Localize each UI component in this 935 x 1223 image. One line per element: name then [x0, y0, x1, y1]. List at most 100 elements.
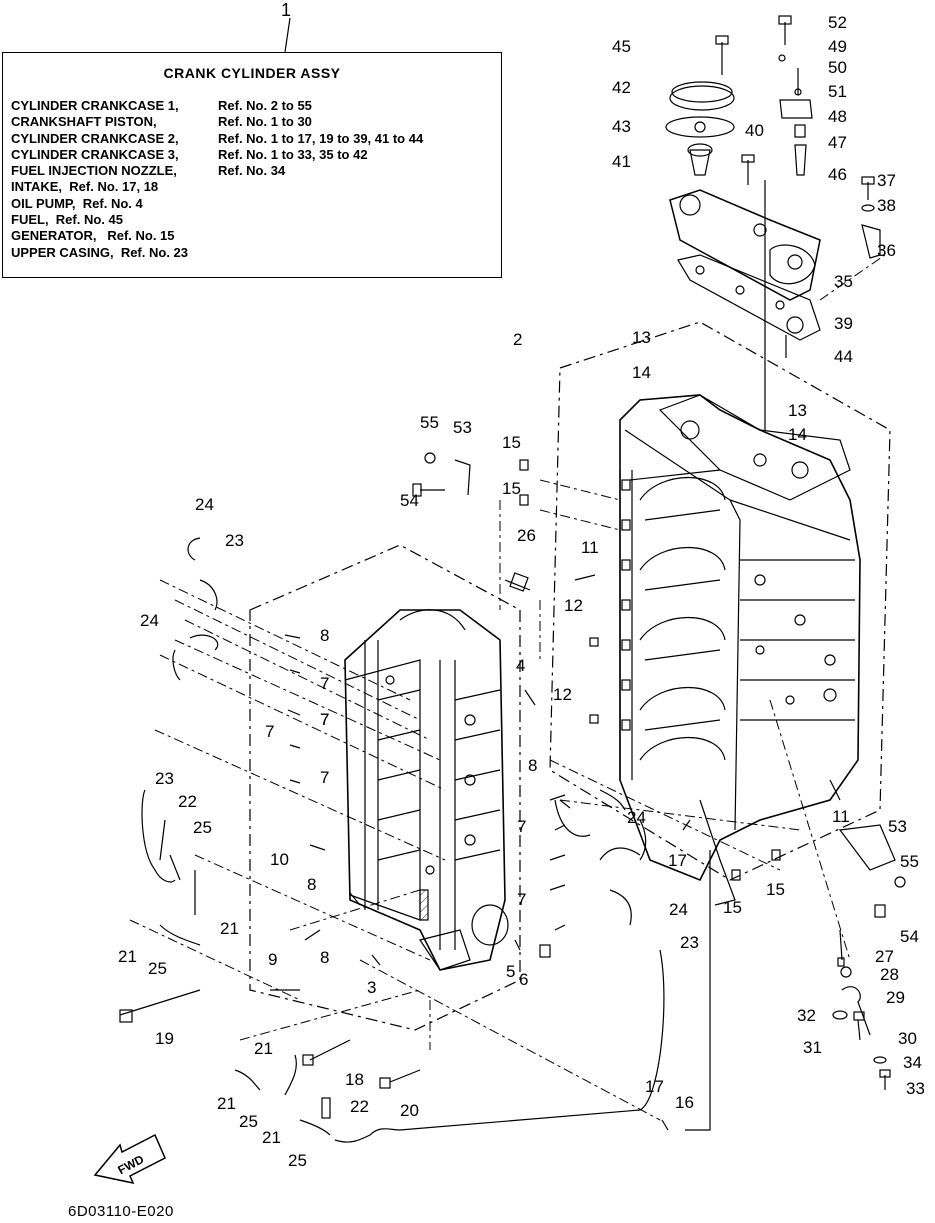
callout-c48: 48	[828, 107, 847, 126]
callout-c54a: 54	[400, 491, 419, 510]
callout-c50: 50	[828, 58, 847, 77]
legend-row-name: FUEL,	[11, 212, 49, 228]
crankcase-left	[249, 544, 521, 1031]
callout-c47: 47	[828, 133, 847, 152]
legend-row-name: CYLINDER CRANKCASE 3,	[11, 146, 179, 162]
callout-c22b: 22	[350, 1097, 369, 1116]
callout-c23a: 23	[225, 531, 244, 550]
legend-row: FUEL INJECTION NOZZLE,Ref. No. 34	[11, 163, 497, 179]
callout-c21d: 21	[217, 1094, 236, 1113]
legend-row: UPPER CASING, Ref. No. 23	[11, 245, 497, 261]
callout-c26: 26	[517, 526, 536, 545]
callout-c16: 16	[675, 1093, 694, 1112]
callout-c52: 52	[828, 13, 847, 32]
callout-c7b: 7	[320, 710, 329, 729]
legend-row: CYLINDER CRANKCASE 1, Ref. No. 2 to 55	[11, 98, 497, 114]
callout-c5: 5	[506, 962, 515, 981]
callout-c25d: 25	[288, 1151, 307, 1170]
callout-c35: 35	[834, 272, 853, 291]
callout-c10: 10	[270, 850, 289, 869]
legend-row: CRANKSHAFT PISTON, Ref. No. 1 to 30	[11, 114, 497, 130]
callout-c36: 36	[877, 241, 896, 260]
callout-c54b: 54	[900, 927, 919, 946]
callout-c38: 38	[877, 196, 896, 215]
callout-c40: 40	[745, 121, 764, 140]
fwd-label: FWD	[115, 1152, 146, 1177]
callout-c8a: 8	[320, 626, 329, 645]
callout-c25c: 25	[239, 1112, 258, 1131]
callout-c23b: 23	[155, 769, 174, 788]
callout-c8b: 8	[528, 756, 537, 775]
legend-row-ref: Ref. No. 1 to 30	[218, 114, 312, 130]
callout-c29: 29	[886, 988, 905, 1007]
legend-row-name: OIL PUMP,	[11, 195, 76, 211]
legend-row-name: GENERATOR,	[11, 228, 97, 244]
callout-c43: 43	[612, 117, 631, 136]
crankcase-right	[549, 321, 891, 906]
callout-c23c: 23	[680, 933, 699, 952]
legend-row-name: FUEL INJECTION NOZZLE,	[11, 163, 177, 179]
callout-c19: 19	[155, 1029, 174, 1048]
callout-c15c: 15	[766, 880, 785, 899]
legend-row: CYLINDER CRANKCASE 2,Ref. No. 1 to 17, 1…	[11, 131, 497, 147]
callout-c2: 2	[513, 330, 522, 349]
callout-c51: 51	[828, 82, 847, 101]
callout-c24b: 24	[140, 611, 159, 630]
callout-c21a: 21	[220, 919, 239, 938]
legend-row-name: CRANKSHAFT PISTON,	[11, 114, 157, 130]
legend-row-ref: Ref. No. 4	[82, 195, 143, 211]
callout-c14a: 14	[632, 363, 651, 382]
callout-c21e: 21	[262, 1128, 281, 1147]
legend-row-ref: Ref. No. 17, 18	[69, 179, 159, 195]
callout-c8c: 8	[307, 875, 316, 894]
legend-row-ref: Ref. No. 15	[107, 228, 175, 244]
callout-c6: 6	[519, 970, 528, 989]
callout-c41: 41	[612, 152, 631, 171]
legend-title: CRANK CYLINDER ASSY	[163, 65, 341, 81]
legend-row: CYLINDER CRANKCASE 3, Ref. No. 1 to 33, 3…	[11, 147, 497, 163]
callout-c3: 3	[367, 978, 376, 997]
callout-c31: 31	[803, 1038, 822, 1057]
callout-c17a: 17	[668, 851, 687, 870]
callout-c24c: 24	[627, 808, 646, 827]
callout-c55a: 55	[420, 413, 439, 432]
callout-c44: 44	[834, 347, 853, 366]
callout-c12b: 12	[553, 685, 572, 704]
callout-c27: 27	[875, 947, 894, 966]
assembly-ref-number: 1	[281, 0, 292, 20]
callout-c46: 46	[828, 165, 847, 184]
hose-lines	[141, 537, 711, 1143]
callout-c42: 42	[612, 78, 631, 97]
callout-c12a: 12	[564, 596, 583, 615]
callout-c7c: 7	[265, 722, 274, 741]
callout-c13a: 13	[632, 328, 651, 347]
callout-c24a: 24	[195, 495, 214, 514]
legend-rows: CYLINDER CRANKCASE 1, Ref. No. 2 to 55 CR…	[11, 98, 497, 261]
legend-row-name: CYLINDER CRANKCASE 2,	[11, 130, 179, 146]
legend-row: FUEL, Ref. No. 45	[11, 212, 497, 228]
callout-c32: 32	[797, 1006, 816, 1025]
callout-c8d: 8	[320, 948, 329, 967]
callout-c11b: 11	[832, 807, 850, 826]
legend-row-name: CYLINDER CRANKCASE 1,	[11, 98, 179, 113]
callout-c9: 9	[268, 950, 277, 969]
legend-row-ref: Ref. No. 1 to 33, 35 to 42	[218, 146, 368, 162]
callout-c55b: 55	[900, 852, 919, 871]
callout-c53b: 53	[888, 817, 907, 836]
callout-c24d: 24	[669, 900, 688, 919]
legend-row-ref: Ref. No. 2 to 55	[218, 98, 312, 113]
callout-c17b: 17	[645, 1077, 664, 1096]
legend-row-name: INTAKE,	[11, 179, 63, 195]
diagram-code: 6D03110-E020	[68, 1203, 174, 1220]
legend-row-name: UPPER CASING,	[11, 244, 114, 260]
callout-c39: 39	[834, 314, 853, 333]
callout-c15b: 15	[502, 479, 521, 498]
legend-row-ref: Ref. No. 23	[120, 244, 188, 260]
legend-row-ref: Ref. No. 45	[55, 212, 123, 228]
callout-c28: 28	[880, 965, 899, 984]
callout-c13b: 13	[788, 401, 807, 420]
callout-c49: 49	[828, 37, 847, 56]
callout-c21b: 21	[118, 947, 137, 966]
